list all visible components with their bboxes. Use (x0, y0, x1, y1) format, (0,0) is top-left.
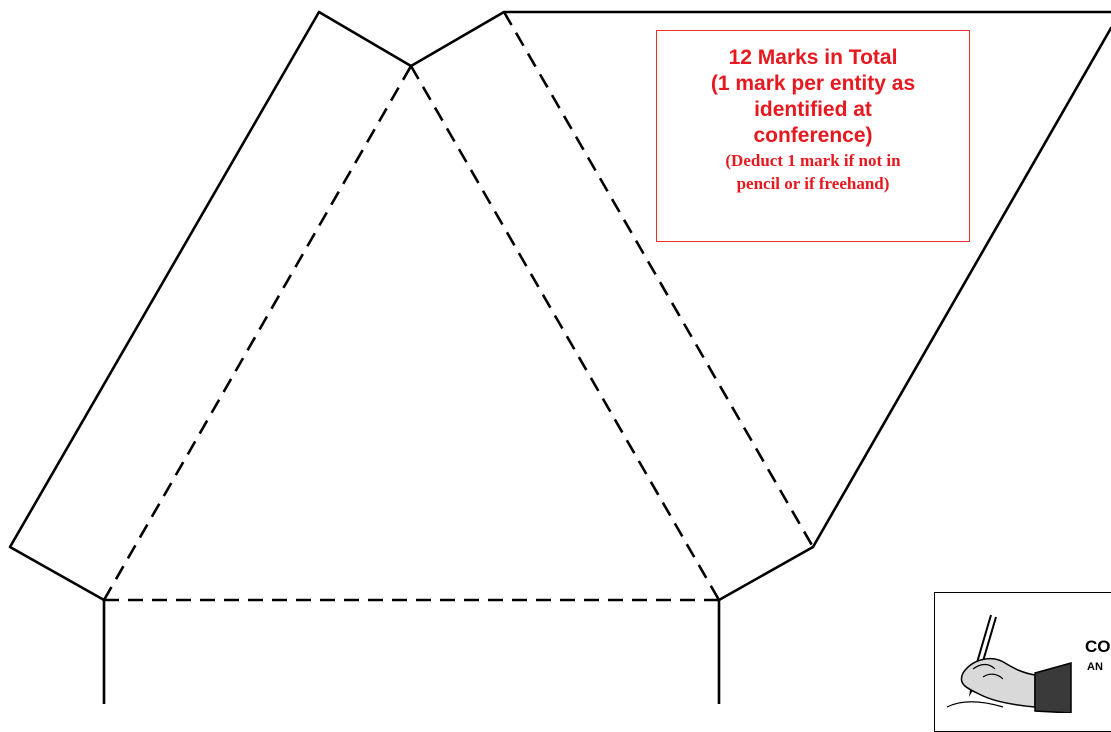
deduction-line-2: pencil or if freehand) (736, 174, 890, 193)
fold-line-triangle-right (409, 65, 721, 601)
development-drawing (8, 10, 1111, 704)
fold-line-triangle-left (102, 65, 413, 601)
lower-right-flap-outline (717, 545, 815, 602)
marking-scheme-note: 12 Marks in Total (1 mark per entity as … (656, 30, 970, 242)
right-panel-slant-edge (811, 26, 1111, 549)
marks-total-line: 12 Marks in Total (728, 46, 898, 69)
hand-with-pencil-icon (946, 614, 1072, 713)
fold-line-right-flap (502, 11, 815, 548)
stamp-title: CO (1085, 637, 1111, 656)
marks-entity-line: (1 mark per entity as (710, 72, 916, 95)
title-stamp: CO AN (934, 592, 1111, 732)
marks-identified-line: identified at (754, 98, 872, 121)
left-flap-outline (8, 10, 413, 602)
marks-conference-line: conference) (753, 124, 873, 147)
deduction-line-1: (Deduct 1 mark if not in (725, 151, 901, 170)
stamp-subtitle: AN (1087, 661, 1103, 673)
